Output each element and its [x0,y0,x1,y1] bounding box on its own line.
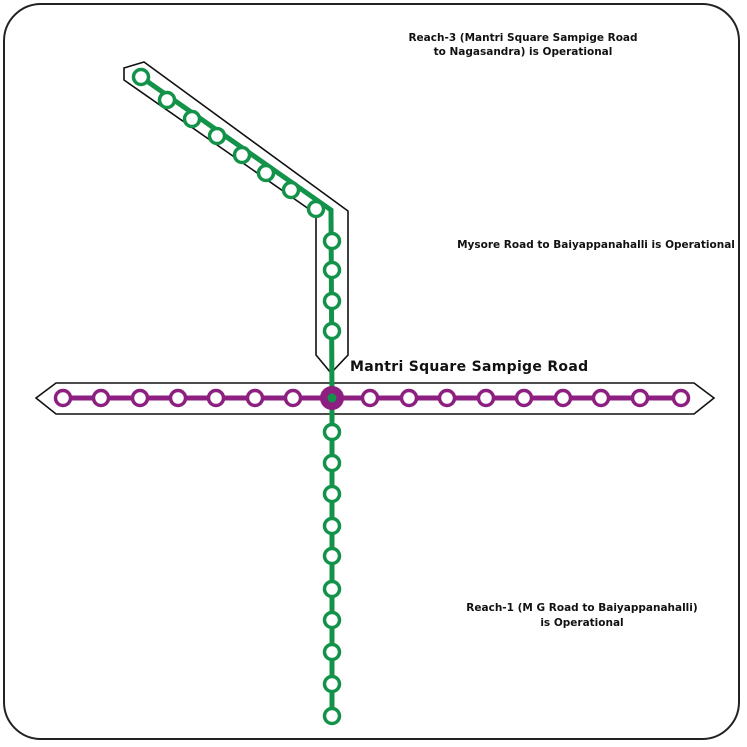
map-frame [3,3,740,740]
station-baiyappanahalli-marker [671,388,691,408]
station-deepanjalinagar-marker [91,388,111,408]
reach1-note-line2: is Operational [540,617,623,629]
station-city-railway-station-marker [283,388,303,408]
station-magadi-road-marker [245,388,265,408]
interchange-label: Mantri Square Sampige Road [350,359,588,375]
reach3-note-line1: Reach-3 (Mantri Square Sampige Road [408,32,637,44]
station-lalbagh-marker [322,516,342,536]
station-puttenahalli-marker [322,706,342,726]
station-kuvempu-road-marker [322,291,342,311]
reach3-note-line2: to Nagasandra) is Operational [434,46,613,58]
station-jalahalli-marker [182,109,202,129]
station-nagasandra-marker [131,67,151,87]
station-national-college-marker [322,484,342,504]
station-banashankari-marker [322,642,342,662]
purple-line-outline [34,382,716,415]
station-hosahalli-marker [206,388,226,408]
station-southend-circle-marker [322,546,342,566]
station-sir-m-visveshwaraya-marker [360,388,380,408]
station-swami-vivekananda-road-marker [630,388,650,408]
station-mahalaxmi-marker [322,231,342,251]
station-indiranagar-marker [591,388,611,408]
station-yeshwantpur-marker [281,180,301,200]
station-krishna-rajendra-market-marker [322,453,342,473]
station-halasuru-marker [553,388,573,408]
station-mysore-road-marker [53,388,73,408]
station-srirampura-marker [322,321,342,341]
station-rajajinagar-marker [322,260,342,280]
station-mahatma-gandhi-road-marker [476,388,496,408]
station-peenya-industry-marker [207,126,227,146]
station-attiguppe-marker [130,388,150,408]
reach1-note-line1: Reach-1 (M G Road to Baiyappanahalli) [466,602,697,614]
station-jayanagar-marker [322,579,342,599]
station-vidhana-soudha-marker [399,388,419,408]
station-chickpete-marker [322,422,342,442]
station-trinity-marker [514,388,534,408]
station-rashtreeya-vidyalaya-road-marker [322,610,342,630]
station-jayaprakash-nagar-marker [322,674,342,694]
station-vijayanagar-marker [168,388,188,408]
station-yeshwantpur-industry-marker [256,163,276,183]
station-cubbon-park-marker [437,388,457,408]
mysore-road-note: Mysore Road to Baiyappanahalli is Operat… [457,239,735,251]
stations [53,67,691,726]
station-dasarahalli-marker [157,90,177,110]
station-peenya-marker [232,145,252,165]
green-line-north-track [139,74,335,399]
station-sandal-soap-factory-marker [306,199,326,219]
interchange-marker-inner [327,393,337,403]
